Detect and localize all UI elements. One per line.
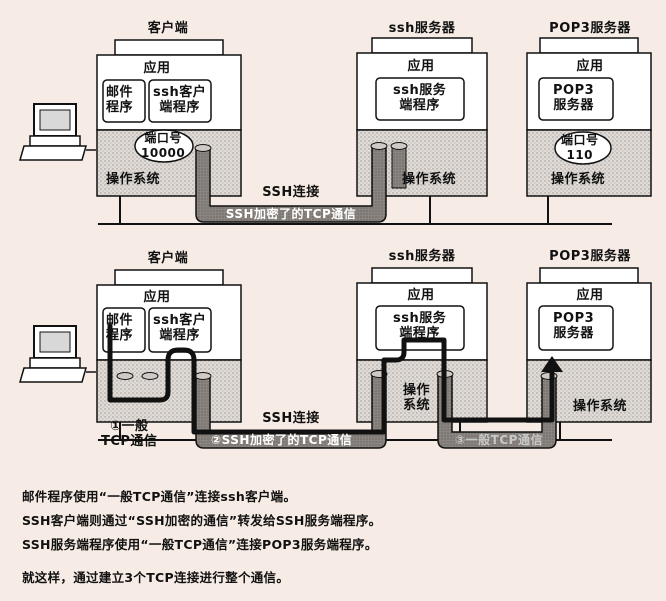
- ssh-port-forwarding-diagram: 客户端 ssh服务器 POP3服务器 应用 应用 应用 邮件 程序 ssh客户 …: [19, 21, 652, 449]
- top-mail-program: 邮件 程序: [106, 85, 134, 115]
- bottom-data-flow-path: [107, 323, 555, 435]
- bottom-pop3-app-label: 应用: [576, 288, 604, 303]
- bottom-pop3-server-title: POP3服务器: [549, 249, 631, 264]
- bottom-ssh-os: 操作 系统: [403, 383, 431, 413]
- bottom-diagram: [19, 267, 652, 449]
- top-pop3-server-machine: [526, 37, 652, 224]
- top-client-app-label: 应用: [143, 61, 171, 76]
- top-ssh-server-program: ssh服务 端程序: [393, 83, 447, 113]
- top-diagram: [19, 37, 652, 225]
- step1-label: ①一般 TCP通信: [101, 419, 158, 449]
- top-ssh-tunnel: [194, 142, 408, 223]
- step2-label: ②SSH加密了的TCP通信: [211, 433, 353, 447]
- top-client-title: 客户端: [147, 21, 189, 36]
- top-client-machine: [96, 39, 242, 224]
- top-ssh-server-title: ssh服务器: [388, 21, 456, 36]
- top-computer-icon: [19, 103, 96, 161]
- step3-label: ③一般TCP通信: [455, 433, 543, 447]
- bottom-ssh-server-program: ssh服务 端程序: [393, 311, 447, 341]
- top-ssh-client-program: ssh客户 端程序: [153, 85, 207, 115]
- bottom-pop3-server-program: POP3 服务器: [553, 311, 595, 341]
- top-pop3-app-label: 应用: [576, 59, 604, 74]
- bottom-ssh-client-program: ssh客户 端程序: [153, 313, 207, 343]
- bottom-mail-program: 邮件 程序: [106, 313, 134, 343]
- diagram-graphics: [19, 37, 652, 449]
- top-tunnel-label: SSH加密了的TCP通信: [225, 207, 357, 221]
- description-line-4: 就这样，通过建立3个TCP连接进行整个通信。: [22, 570, 290, 585]
- top-pop3-port: 端口号 110: [561, 133, 599, 162]
- bottom-client-app-label: 应用: [143, 290, 171, 305]
- top-client-port: 端口号 10000: [141, 131, 186, 160]
- bottom-ssh-server-title: ssh服务器: [388, 249, 456, 264]
- top-client-os: 操作系统: [106, 172, 161, 187]
- bottom-client-title: 客户端: [147, 251, 189, 266]
- description-line-1: 邮件程序使用“一般TCP通信”连接ssh客户端。: [22, 489, 297, 504]
- bottom-computer-icon: [19, 325, 96, 383]
- description-line-3: SSH服务端程序使用“一般TCP通信”连接POP3服务端程序。: [22, 537, 378, 552]
- top-ssh-os: 操作系统: [402, 172, 457, 187]
- top-ssh-connection-label: SSH连接: [262, 185, 320, 200]
- top-ssh-app-label: 应用: [407, 59, 435, 74]
- top-pop3-os: 操作系统: [551, 172, 606, 187]
- bottom-ssh-app-label: 应用: [407, 288, 435, 303]
- top-pop3-server-program: POP3 服务器: [553, 83, 595, 113]
- top-pop3-server-title: POP3服务器: [549, 21, 631, 36]
- bottom-ssh-connection-label: SSH连接: [262, 411, 320, 426]
- bottom-data-flow-arrowhead: [541, 356, 563, 372]
- description-line-2: SSH客户端则通过“SSH加密的通信”转发给SSH服务端程序。: [22, 513, 382, 528]
- bottom-pop3-os: 操作系统: [573, 399, 628, 414]
